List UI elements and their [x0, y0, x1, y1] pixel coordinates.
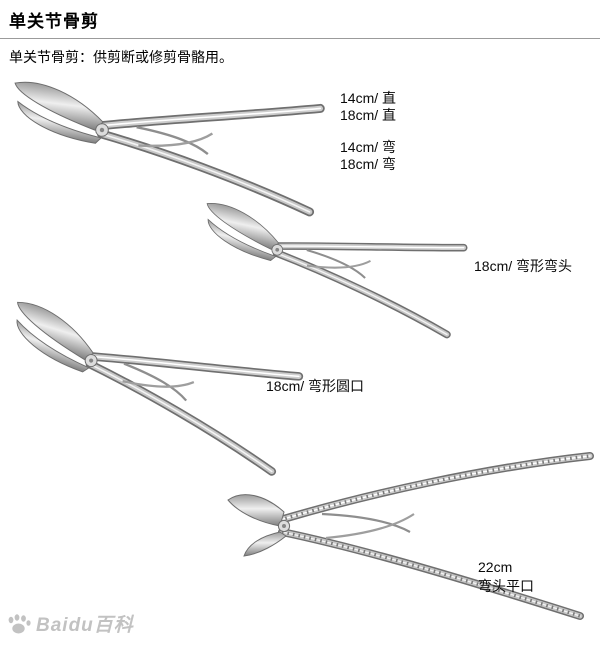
title-divider [0, 38, 600, 39]
bone-scissors-photo-1 [4, 71, 322, 212]
baidu-baike-watermark: Baidu百科 [6, 610, 134, 637]
watermark-text: Baidu百科 [36, 615, 134, 636]
size-label: 14cm/ 弯 [340, 139, 397, 155]
size-label-curved-round-mouth: 18cm/ 弯形圆口 [266, 378, 365, 394]
size-label: 18cm/ 弯 [340, 156, 397, 172]
figure-area: 14cm/ 直 18cm/ 直 14cm/ 弯 18cm/ 弯 18cm/ 弯形… [0, 60, 600, 645]
article-description: 单关节骨剪：供剪断或修剪骨骼用。 [9, 49, 233, 65]
size-label: 弯头平口 [478, 578, 534, 594]
size-label: 18cm/ 直 [340, 107, 397, 123]
page-title: 单关节骨剪 [9, 12, 99, 31]
bone-scissors-photo-2 [191, 194, 465, 335]
baidu-paw-icon [8, 613, 31, 633]
size-label: 22cm [478, 559, 513, 575]
bone-cutter-photo-4 [228, 456, 590, 616]
size-label-curved-bent-head: 18cm/ 弯形弯头 [474, 258, 573, 274]
bone-scissors-photo-3 [0, 291, 301, 471]
label-group-bent-flat-mouth: 22cm 弯头平口 [478, 558, 534, 596]
size-label: 14cm/ 直 [340, 90, 397, 106]
article-header: 单关节骨剪 [0, 0, 600, 36]
label-group-straight-curved: 14cm/ 直 18cm/ 直 14cm/ 弯 18cm/ 弯 [340, 90, 396, 173]
